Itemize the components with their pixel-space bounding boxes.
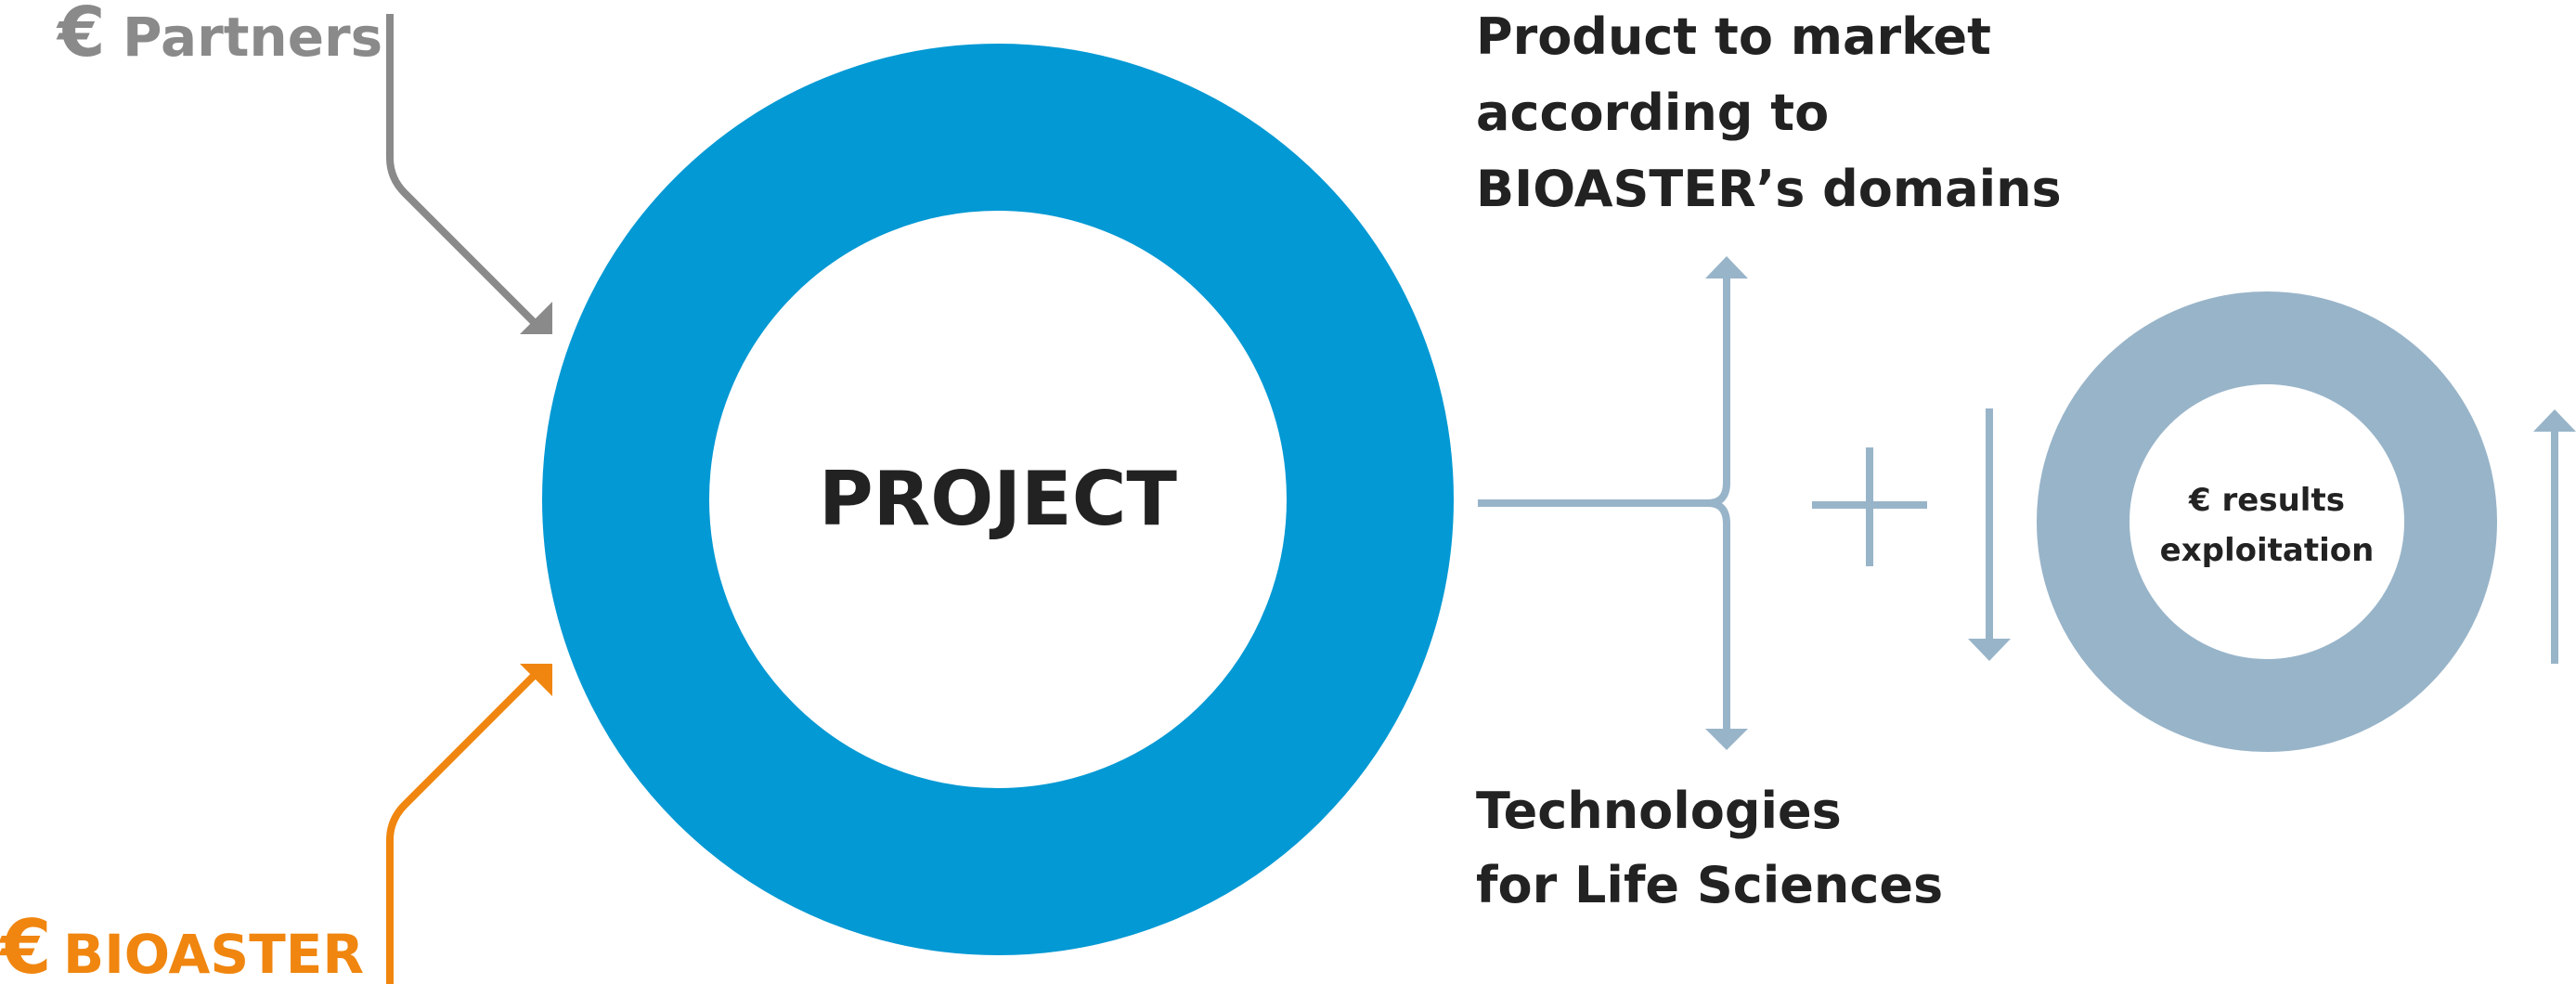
partners-arrow-icon	[386, 14, 552, 334]
results-ring	[2037, 291, 2497, 752]
plus-icon	[1812, 447, 1927, 566]
project-ring	[542, 44, 1454, 955]
results-down-arrow-icon	[1968, 408, 2011, 661]
partners-euro-symbol: €	[56, 0, 106, 72]
product-to-market-line-3: BIOASTER’s domains	[1476, 160, 2062, 218]
project-label: PROJECT	[819, 456, 1177, 542]
arrow-up-icon	[1705, 256, 1748, 278]
product-to-market-line-1: Product to market	[1476, 7, 1991, 66]
results-up-arrow-icon	[2533, 409, 2576, 664]
product-to-market-line-2: according to	[1476, 84, 1829, 142]
technologies-line-1: Technologies	[1476, 782, 1842, 840]
results-line-1: € results	[2188, 482, 2345, 519]
partners-label: Partners	[123, 6, 382, 69]
arrow-down-icon	[1705, 729, 1748, 750]
bioaster-euro-symbol: €	[0, 904, 52, 984]
brace-connector	[1478, 278, 1730, 729]
bioaster-arrow-icon	[386, 664, 552, 984]
results-line-2: exploitation	[2160, 532, 2375, 569]
technologies-line-2: for Life Sciences	[1476, 856, 1943, 914]
bioaster-label: BIOASTER	[63, 923, 364, 984]
